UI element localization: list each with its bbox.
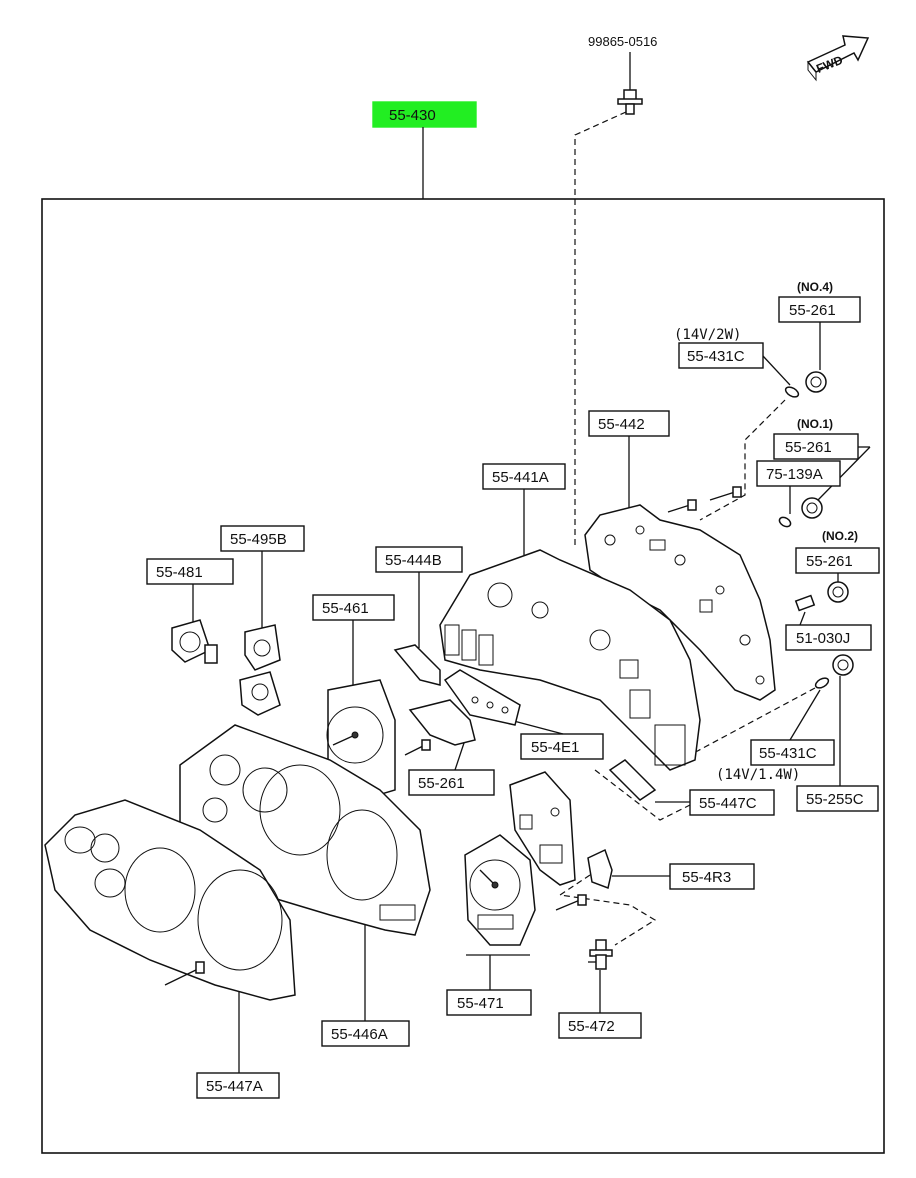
- callout-box-55-446A[interactable]: [321, 1020, 410, 1047]
- speedo-screw-icon[interactable]: [555, 894, 587, 911]
- speedometer-board-illustration[interactable]: [509, 771, 576, 886]
- callout-box-75-139A[interactable]: [756, 460, 841, 487]
- meter-case-illustration[interactable]: [439, 549, 701, 771]
- callout-box-55-481[interactable]: [146, 558, 234, 585]
- callout-box-55-431C-top[interactable]: [678, 342, 764, 369]
- callout-label-55-261-no1[interactable]: 55-261: [785, 439, 832, 456]
- callout-label-55-461[interactable]: 55-461: [322, 600, 369, 617]
- connector-illustration[interactable]: [587, 848, 613, 890]
- callout-box-55-447A[interactable]: [196, 1072, 280, 1099]
- top-bolt-dashed-path: [574, 111, 627, 545]
- callout-label-55-255C[interactable]: 55-261: [418, 775, 465, 792]
- callout-note-55-431C-top: (14V/2W): [674, 327, 741, 343]
- printed-plate-illustration[interactable]: [393, 644, 441, 686]
- main-assembly-label[interactable]: 55-430: [389, 107, 436, 124]
- fwd-arrow-icon: FWD: [806, 35, 870, 82]
- speedometer-gauge-illustration[interactable]: [464, 834, 536, 946]
- fuel-gauge-illustration[interactable]: [171, 619, 218, 664]
- callout-box-55-441A[interactable]: [482, 463, 566, 490]
- callout-box-55-255C[interactable]: [408, 769, 495, 796]
- callout-label-55-261-no3[interactable]: 55-255C: [806, 791, 864, 808]
- bulb-socket-no2-icon[interactable]: [794, 581, 849, 612]
- callout-label-55-431C-bottom[interactable]: 55-431C: [759, 745, 817, 762]
- callout-label-75-139A[interactable]: 75-139A: [766, 466, 823, 483]
- bulb-socket-no4-icon[interactable]: [805, 371, 827, 393]
- bracket-screw-icon[interactable]: [667, 486, 742, 513]
- callout-label-55-446A[interactable]: 55-446A: [331, 1026, 388, 1043]
- callout-note-55-261-no4: (NO.4): [797, 280, 833, 294]
- callout-box-55-431C-bottom[interactable]: [750, 739, 835, 766]
- callout-note-55-261-no2: (NO.2): [822, 529, 858, 543]
- bulb-socket-no1-icon[interactable]: [778, 497, 823, 528]
- svg-text:FWD: FWD: [814, 53, 845, 76]
- callout-box-55-442[interactable]: [588, 410, 670, 437]
- callout-box-55-495B[interactable]: [220, 525, 305, 552]
- callout-label-55-442[interactable]: 55-442: [598, 416, 645, 433]
- callout-label-55-481[interactable]: 55-481: [156, 564, 203, 581]
- callout-box-55-471[interactable]: [446, 989, 532, 1016]
- callout-label-55-431C-top[interactable]: 55-431C: [687, 348, 745, 365]
- callout-label-51-030J[interactable]: 51-030J: [796, 630, 850, 647]
- callout-label-55-261-no2[interactable]: 55-261: [806, 553, 853, 570]
- callout-box-55-447C[interactable]: [689, 789, 775, 816]
- callout-label-55-471[interactable]: 55-471: [457, 995, 504, 1012]
- callout-label-55-472[interactable]: 55-472: [568, 1018, 615, 1035]
- top-bolt-icon[interactable]: [617, 89, 643, 115]
- main-assembly-label-box[interactable]: [372, 101, 477, 128]
- callout-box-51-030J[interactable]: [785, 624, 872, 651]
- callout-label-55-444B[interactable]: 55-444B: [385, 552, 442, 569]
- callout-label-55-447A[interactable]: 55-447A: [206, 1078, 263, 1095]
- callout-label-55-261-no4[interactable]: 55-261: [789, 302, 836, 319]
- callout-label-55-4E1[interactable]: 55-4E1: [531, 739, 579, 756]
- indicator-lens-illustration[interactable]: [608, 759, 657, 801]
- bulb-bottom-icon[interactable]: [814, 654, 854, 690]
- circuit-board-illustration[interactable]: [443, 669, 521, 726]
- callout-box-55-461[interactable]: [312, 594, 395, 621]
- callout-label-55-447C[interactable]: 55-447C: [699, 795, 757, 812]
- callout-label-55-495B[interactable]: 55-495B: [230, 531, 287, 548]
- callout-box-55-261-no1[interactable]: [773, 433, 859, 460]
- clip-illustration[interactable]: [404, 699, 476, 756]
- callout-note-55-431C-bottom: (14V/1.4W): [716, 767, 800, 783]
- callout-label-55-441A[interactable]: 55-441A: [492, 469, 549, 486]
- callout-box-55-261-no3[interactable]: [796, 785, 879, 812]
- speedo-bolt-icon[interactable]: [588, 939, 613, 970]
- callout-box-55-444B[interactable]: [375, 546, 463, 573]
- temp-gauge-illustration[interactable]: [239, 624, 281, 716]
- callout-label-55-4R3[interactable]: 55-4R3: [682, 869, 731, 886]
- top-bolt-label[interactable]: 99865-0516: [588, 34, 657, 49]
- bulb-top-icon[interactable]: [784, 385, 800, 399]
- front-cover-illustration[interactable]: [44, 799, 296, 1001]
- callout-note-55-261-no1: (NO.1): [797, 417, 833, 431]
- callout-box-55-261-no2[interactable]: [795, 547, 880, 574]
- assembly-frame: [41, 198, 885, 1154]
